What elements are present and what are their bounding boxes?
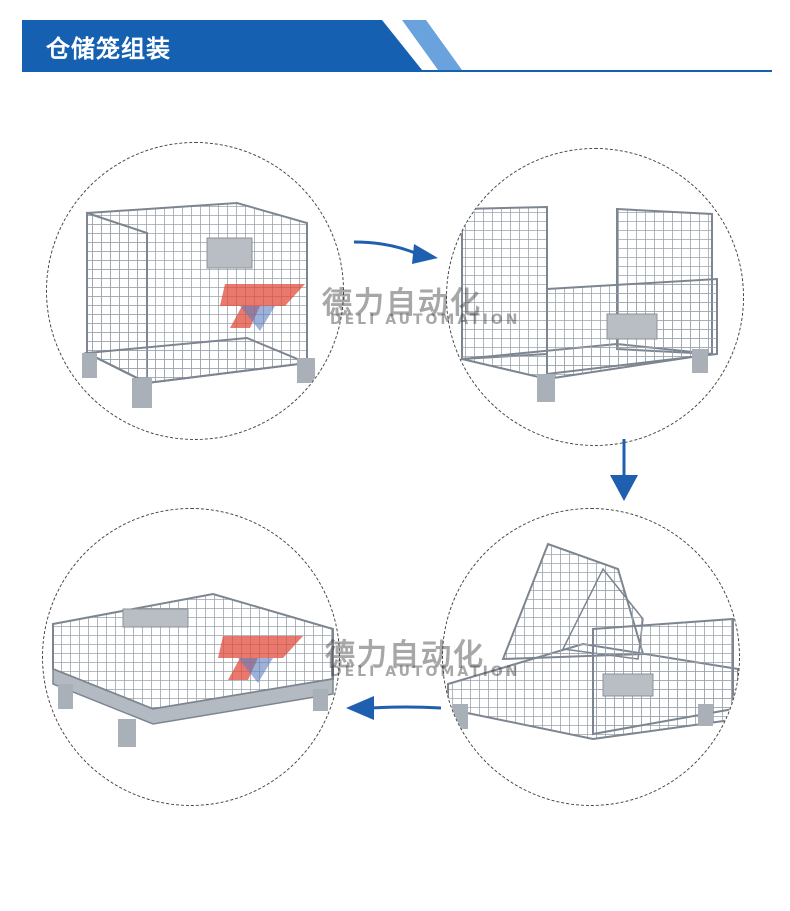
arrow-left-icon [346, 696, 442, 720]
watermark-brand-cn: 德力自动化 [325, 638, 485, 673]
arrow-down-icon [610, 439, 638, 501]
step-image-panel-lowered [446, 148, 744, 446]
brand-logo [220, 284, 305, 331]
header-bar [22, 20, 422, 70]
header-underline [22, 70, 772, 72]
brand-logo [218, 636, 303, 683]
page-title: 仓储笼组装 [46, 35, 171, 63]
cage-illustration [52, 592, 334, 747]
arrow-right-icon [353, 240, 438, 264]
step-image-folding [442, 508, 740, 806]
cage-illustration [82, 201, 315, 408]
step-image-folded-flat [42, 508, 340, 806]
cage-illustration [447, 542, 739, 741]
watermark-brand-en: DELI AUTOMATION [330, 312, 521, 328]
cage-illustration [461, 205, 718, 402]
watermark-brand-en: DELI AUTOMATION [330, 664, 521, 680]
section-header: 仓储笼组装 [22, 20, 772, 72]
watermark-brand-cn: 德力自动化 [322, 286, 482, 321]
